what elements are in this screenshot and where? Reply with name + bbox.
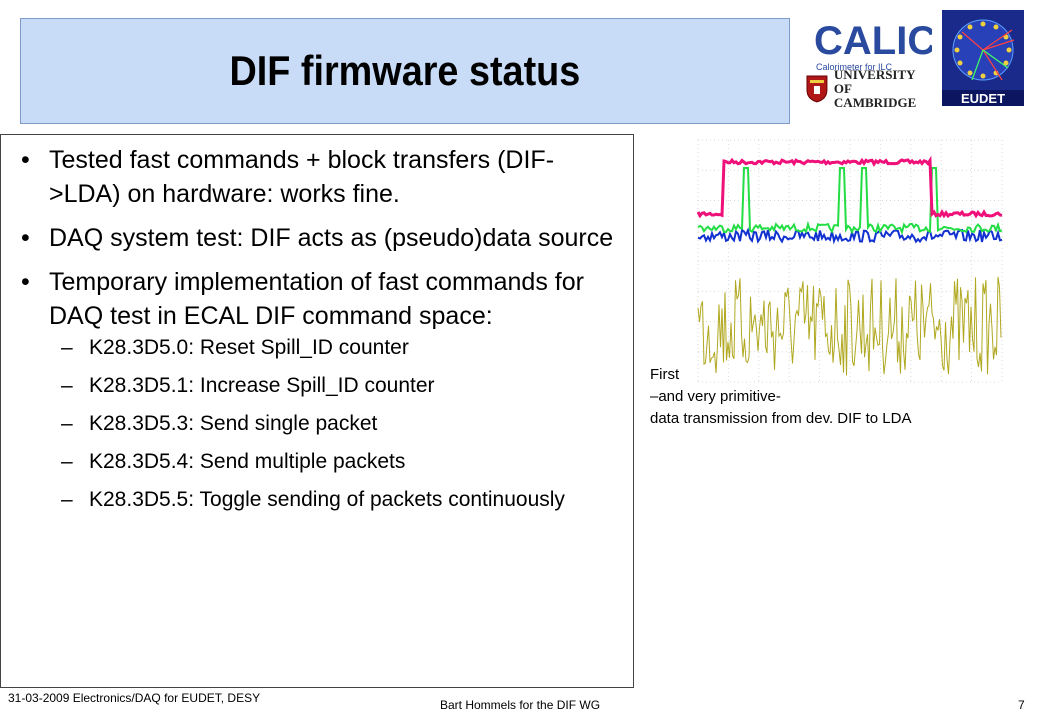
title-banner: DIF firmware status bbox=[20, 18, 790, 124]
sub-bullet-item: K28.3D5.4: Send multiple packets bbox=[49, 449, 621, 475]
cambridge-line2: CAMBRIDGE bbox=[833, 95, 917, 110]
slide-title: DIF firmware status bbox=[229, 47, 581, 94]
image-caption: First –and very primitive- data transmis… bbox=[650, 364, 1035, 430]
bullet-item-text: Temporary implementation of fast command… bbox=[49, 268, 584, 330]
cambridge-crest-icon bbox=[806, 75, 828, 103]
bullet-list: Tested fast commands + block transfers (… bbox=[21, 143, 621, 525]
eudet-stars-icon bbox=[954, 21, 1012, 79]
bullet-item: DAQ system test: DIF acts as (pseudo)dat… bbox=[21, 221, 621, 255]
calice-logo-text: CALICE bbox=[814, 19, 932, 63]
caption-line-2: –and very primitive- bbox=[650, 388, 781, 405]
cambridge-line1: UNIVERSITY OF bbox=[833, 67, 916, 96]
oscilloscope-image bbox=[694, 136, 1006, 386]
caption-line-1: First bbox=[650, 366, 680, 383]
scope-trace-pink bbox=[696, 155, 1003, 219]
footer-date-event: 31-03-2009 Electronics/DAQ for EUDET, DE… bbox=[8, 691, 261, 705]
sub-bullet-item: K28.3D5.3: Send single packet bbox=[49, 411, 621, 437]
sub-bullet-list: K28.3D5.0: Reset Spill_ID counter K28.3D… bbox=[49, 335, 621, 513]
content-box: Tested fast commands + block transfers (… bbox=[0, 134, 634, 688]
scope-trace-olive bbox=[697, 276, 1002, 376]
bullet-item: Tested fast commands + block transfers (… bbox=[21, 143, 621, 211]
eudet-logo: EUDET bbox=[942, 10, 1024, 106]
footer-author: Bart Hommels for the DIF WG bbox=[440, 698, 601, 712]
sub-bullet-item: K28.3D5.0: Reset Spill_ID counter bbox=[49, 335, 621, 361]
sub-bullet-item: K28.3D5.1: Increase Spill_ID counter bbox=[49, 373, 621, 399]
sub-bullet-item: K28.3D5.5: Toggle sending of packets con… bbox=[49, 487, 621, 513]
calice-logo-subtitle: Calorimeter for ILC bbox=[816, 62, 893, 72]
page-number: 7 bbox=[1018, 698, 1025, 712]
eudet-logo-text: EUDET bbox=[961, 91, 1005, 106]
scope-trace-green bbox=[697, 167, 1003, 235]
calice-logo: CALICE Calorimeter for ILC bbox=[814, 19, 932, 72]
scope-trace-blue bbox=[697, 227, 1003, 245]
bullet-item: Temporary implementation of fast command… bbox=[21, 265, 621, 513]
caption-line-3: data transmission from dev. DIF to LDA bbox=[650, 410, 912, 427]
cambridge-logo: UNIVERSITY OF CAMBRIDGE bbox=[806, 68, 936, 110]
